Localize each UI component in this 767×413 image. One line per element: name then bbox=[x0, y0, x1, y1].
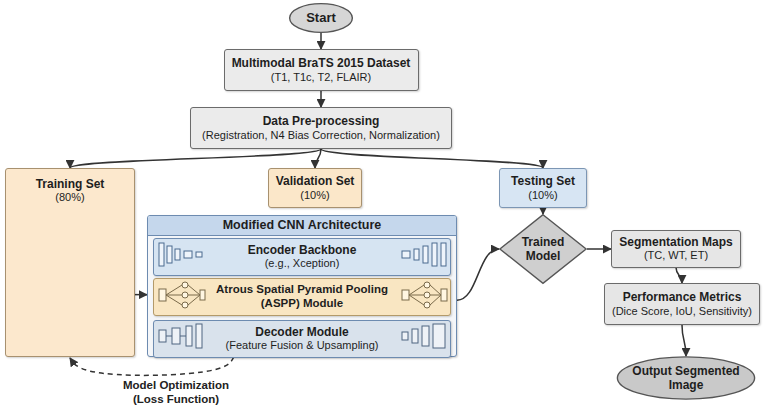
branch-lines bbox=[409, 285, 441, 305]
layer-icon bbox=[441, 289, 447, 301]
process-box: Validation Set(10%) bbox=[268, 168, 362, 208]
branch-icon bbox=[182, 282, 188, 288]
ellipse-fill bbox=[290, 4, 353, 33]
link-line bbox=[180, 336, 186, 337]
process-box: Encoder Backbone(e.g., Xception) bbox=[153, 238, 451, 276]
terminal-ellipse: Output Segmented Image bbox=[616, 356, 756, 400]
layer-icon bbox=[172, 328, 180, 344]
link-line bbox=[166, 336, 172, 337]
layer-icon bbox=[159, 243, 164, 266]
branch-icon bbox=[182, 292, 188, 298]
flow-arrow bbox=[587, 248, 611, 250]
layer-icon bbox=[412, 329, 418, 343]
layer-icon bbox=[175, 249, 180, 260]
flow-arrow bbox=[135, 294, 147, 296]
node-detail: (Dice Score, IoU, Sensitivity) bbox=[612, 305, 752, 318]
ellipse-fill bbox=[617, 357, 754, 399]
terminal-ellipse: Start bbox=[289, 3, 353, 33]
flow-arrow bbox=[457, 249, 499, 300]
decision-diamond: Trained Model bbox=[499, 214, 587, 284]
node-heading: Segmentation Maps bbox=[619, 235, 732, 249]
node-detail: (80%) bbox=[55, 191, 84, 204]
process-box: Multimodal BraTS 2015 Dataset(T1, T1c, T… bbox=[224, 49, 419, 91]
node-heading: Modified CNN Architecture bbox=[148, 216, 456, 236]
aspp-icons bbox=[159, 282, 447, 308]
process-box: Data Pre-processing(Registration, N4 Bia… bbox=[190, 107, 452, 149]
process-box: Atrous Spatial Pyramid Pooling (ASPP) Mo… bbox=[153, 278, 451, 316]
node-detail: (Registration, N4 Bias Correction, Norma… bbox=[202, 129, 440, 142]
node-detail: (TC, WT, ET) bbox=[644, 249, 708, 262]
edge-label: Model Optimization (Loss Function) bbox=[110, 379, 242, 407]
branch-icon bbox=[424, 302, 430, 308]
branch-icon bbox=[182, 302, 188, 308]
branch-icon bbox=[424, 282, 430, 288]
flow-arrow bbox=[321, 149, 543, 168]
node-detail: (10%) bbox=[528, 189, 557, 202]
branch-icon bbox=[424, 292, 430, 298]
feedback-arrow bbox=[70, 357, 234, 375]
layer-icon bbox=[196, 324, 202, 348]
layer-icon bbox=[402, 332, 408, 340]
flow-arrow bbox=[676, 268, 682, 283]
branch-lines bbox=[166, 285, 200, 305]
decoder-icons bbox=[159, 324, 445, 348]
layer-icon bbox=[200, 290, 205, 300]
layer-icon bbox=[402, 290, 409, 300]
node-heading: Data Pre-processing bbox=[263, 114, 380, 128]
node-heading: Multimodal BraTS 2015 Dataset bbox=[232, 56, 411, 70]
node-heading: Output Segmented Image bbox=[630, 364, 742, 393]
layer-icon bbox=[432, 243, 437, 266]
node-heading: Testing Set bbox=[511, 174, 575, 188]
node-heading: Trained Model bbox=[513, 235, 573, 264]
encoder-icons bbox=[159, 243, 446, 266]
layer-icon bbox=[184, 251, 192, 258]
process-box: Testing Set(10%) bbox=[499, 168, 587, 208]
layer-icon bbox=[196, 252, 202, 257]
node-heading: Performance Metrics bbox=[623, 290, 742, 304]
layer-icon bbox=[423, 246, 428, 263]
flow-arrow bbox=[682, 325, 686, 356]
node-heading: Start bbox=[306, 10, 336, 26]
layer-icon bbox=[433, 324, 445, 348]
process-box: Decoder Module(Feature Fusion & Upsampli… bbox=[153, 320, 451, 358]
node-heading: Validation Set bbox=[276, 174, 355, 188]
process-box: Performance Metrics(Dice Score, IoU, Sen… bbox=[604, 283, 760, 325]
layer-icon bbox=[441, 243, 446, 266]
node-heading: Encoder Backbone bbox=[248, 243, 357, 257]
node-heading: Decoder Module bbox=[255, 325, 348, 339]
process-box: Training Set(80%) bbox=[5, 168, 135, 357]
process-box: Segmentation Maps(TC, WT, ET) bbox=[611, 230, 741, 268]
node-detail: (e.g., Xception) bbox=[265, 257, 340, 270]
node-detail: (Feature Fusion & Upsampling) bbox=[226, 339, 379, 352]
layer-icon bbox=[167, 246, 172, 263]
flow-arrow bbox=[320, 91, 322, 107]
flow-arrow bbox=[70, 149, 321, 168]
flow-arrow bbox=[315, 149, 321, 168]
node-heading: Training Set bbox=[36, 177, 105, 191]
layer-icon bbox=[414, 249, 419, 260]
architecture-panel: Modified CNN ArchitectureEncoder Backbon… bbox=[147, 215, 457, 357]
diamond-fill bbox=[500, 215, 586, 284]
layer-icon bbox=[159, 330, 166, 342]
flow-arrow bbox=[320, 33, 322, 49]
layer-icon bbox=[159, 289, 166, 301]
layer-icon bbox=[422, 326, 429, 346]
layer-icon bbox=[186, 326, 192, 346]
node-detail: (10%) bbox=[300, 189, 329, 202]
node-heading: Atrous Spatial Pyramid Pooling (ASPP) Mo… bbox=[211, 283, 393, 311]
flow-arrow bbox=[542, 208, 544, 214]
node-detail: (T1, T1c, T2, FLAIR) bbox=[271, 71, 371, 84]
layer-icon bbox=[402, 251, 410, 258]
